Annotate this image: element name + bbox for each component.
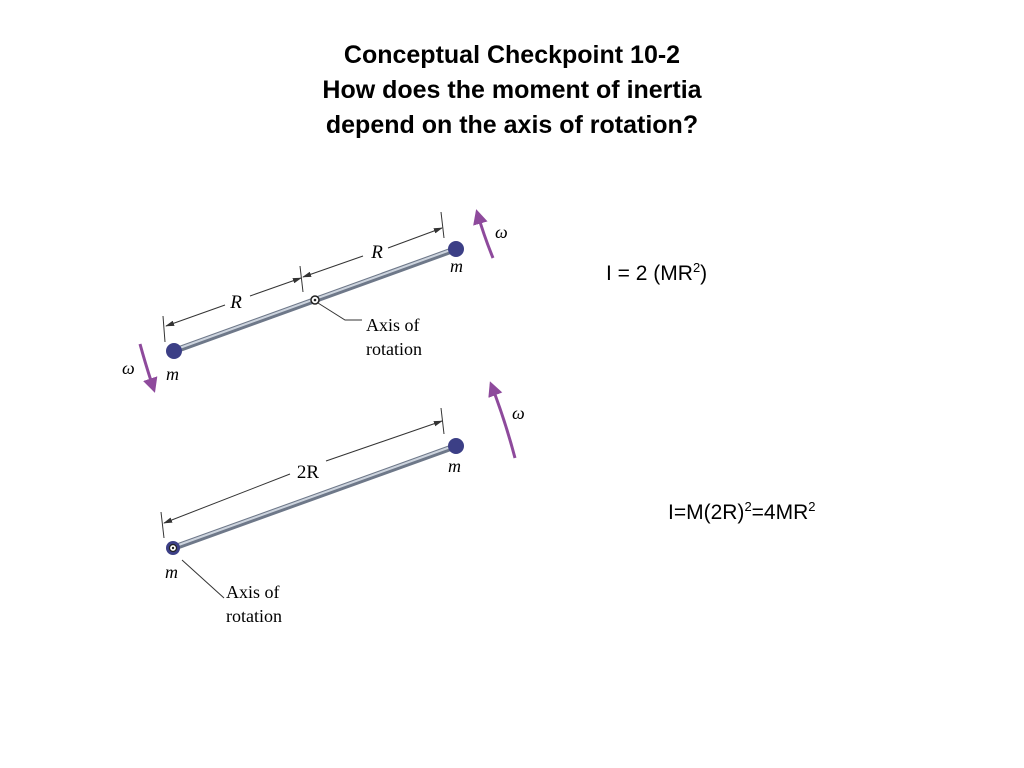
formula-top-prefix: I = 2 (MR bbox=[606, 262, 693, 285]
bottom-axis-label-line2: rotation bbox=[226, 606, 282, 626]
formula-bottom: I=M(2R)2=4MR2 bbox=[668, 499, 816, 525]
bottom-pivot-center bbox=[171, 546, 175, 550]
bottom-diagram: 2R Axis of rotation m m ω bbox=[160, 381, 525, 626]
top-omega-left-label: ω bbox=[122, 358, 135, 378]
top-dimension-left-b bbox=[249, 277, 302, 297]
bottom-axis-label-line1: Axis of bbox=[226, 582, 280, 602]
top-pivot-center bbox=[313, 298, 317, 302]
top-mass-right-label: m bbox=[450, 256, 463, 276]
title-line-2: How does the moment of inertia bbox=[322, 76, 702, 104]
bottom-rod-highlight bbox=[172, 444, 457, 548]
top-dimension-left-a bbox=[165, 304, 226, 327]
formula-top-exponent: 2 bbox=[692, 260, 701, 275]
top-rotation-arrow-right bbox=[473, 209, 495, 259]
bottom-extension-line-left bbox=[160, 511, 165, 539]
title-line-3: depend on the axis of rotation? bbox=[325, 111, 699, 139]
formula-bottom-exp1: 2 bbox=[744, 499, 752, 514]
top-axis-label-line1: Axis of bbox=[366, 315, 420, 335]
top-mass-left-label: m bbox=[166, 364, 179, 384]
top-mass-right bbox=[448, 241, 464, 257]
top-mass-left bbox=[166, 343, 182, 359]
top-rotation-arrow-left bbox=[138, 343, 158, 393]
bottom-dimension-b bbox=[325, 420, 443, 462]
formula-bottom-exp2: 2 bbox=[808, 499, 816, 514]
bottom-omega-label: ω bbox=[512, 403, 525, 423]
top-extension-line-left bbox=[162, 315, 166, 343]
formula-top-suffix: ) bbox=[700, 262, 708, 285]
top-axis-label-line2: rotation bbox=[366, 339, 422, 359]
top-distance-left-label: R bbox=[229, 292, 242, 313]
top-dimension-right-a bbox=[302, 255, 364, 278]
formula-bottom-part1: I=M(2R) bbox=[668, 501, 745, 524]
bottom-dimension-a bbox=[163, 473, 291, 524]
top-extension-line-right bbox=[440, 211, 445, 239]
formula-bottom-part2: =4MR bbox=[751, 501, 809, 524]
top-axis-leader bbox=[317, 302, 362, 321]
bottom-axis-leader bbox=[181, 559, 225, 599]
bottom-distance-label: 2R bbox=[297, 462, 320, 483]
bottom-mass-right bbox=[448, 438, 464, 454]
bottom-rotation-arrow bbox=[488, 381, 517, 459]
top-dimension-right-b bbox=[387, 227, 443, 249]
title-line-1: Conceptual Checkpoint 10-2 bbox=[343, 41, 681, 69]
top-diagram: R R Axis of rotation m m ω ω bbox=[122, 209, 508, 393]
bottom-mass-left-label: m bbox=[165, 562, 178, 582]
slide-title: Conceptual Checkpoint 10-2 How does the … bbox=[0, 38, 1024, 143]
top-extension-line-middle bbox=[299, 265, 304, 293]
top-distance-right-label: R bbox=[370, 242, 383, 263]
top-omega-right-label: ω bbox=[495, 222, 508, 242]
bottom-mass-right-label: m bbox=[448, 456, 461, 476]
formula-top: I = 2 (MR2) bbox=[606, 260, 708, 286]
